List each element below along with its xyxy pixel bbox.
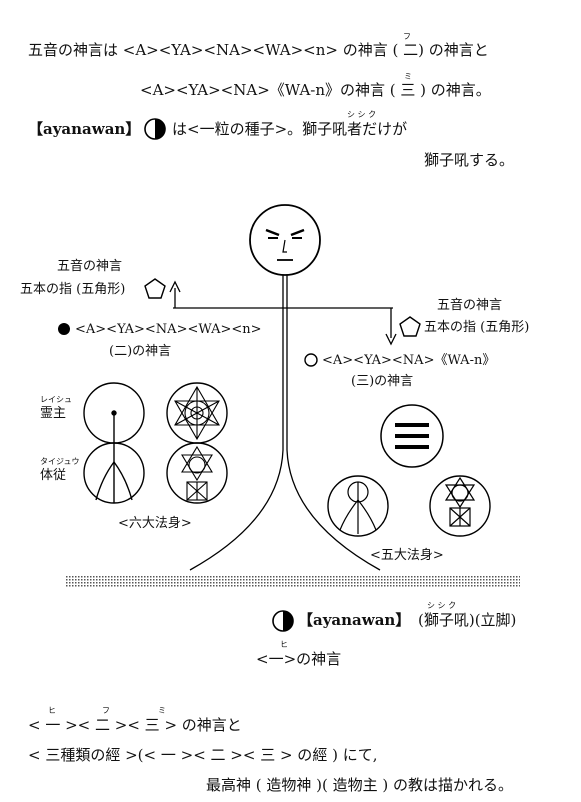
header-line-3b: は<一粒の種子>。獅子吼者だけが [172, 120, 408, 138]
footer-ruby-fu: フ [102, 706, 110, 715]
right-top-sub: 五本の指 (五角形) [424, 320, 530, 335]
hito-label: <一>の神言 [256, 650, 342, 668]
stick-figure-body [169, 275, 397, 571]
footer-ruby-mi: ミ [158, 706, 166, 715]
hito-ruby: ヒ [280, 640, 288, 649]
left-sequence: <A><YA><NA><WA><n> [75, 322, 262, 337]
header-line-2: <A><YA><NA>《WA-n》の神言 ( 三 ) の神言。 [140, 81, 491, 99]
header-line-4: 獅子吼する。 [424, 151, 515, 169]
sacred-geometry-circles [166, 382, 228, 504]
footer-line-3: 最高神 ( 造物神 )( 造物主 ) の教は描かれる。 [206, 776, 514, 794]
bottom-label-b: (獅子吼)(立脚) [418, 611, 517, 629]
ground-hatch [65, 575, 520, 587]
reishu-ruby: レイシュ [40, 395, 72, 404]
face-icon [249, 204, 321, 276]
three-bars-icon [380, 404, 444, 468]
half-moon-icon [144, 118, 166, 140]
godai-circles [327, 475, 491, 537]
open-circle-icon [304, 353, 318, 367]
taiju-ruby: タイジュウ [40, 457, 80, 466]
godai-label: <五大法身> [370, 548, 444, 563]
half-moon-icon [272, 610, 294, 632]
left-sequence-sub: (二)の神言 [109, 344, 172, 359]
ruby-mi: ミ [404, 72, 412, 81]
bottom-label-a: 【ayanawan】 [298, 611, 411, 629]
ruby-shishiku: シ シ ク [347, 110, 377, 119]
pentagon-icon [144, 278, 166, 299]
ruby-fu: フ [403, 32, 411, 41]
taiju-label: 体従 [40, 468, 67, 483]
right-top-title: 五音の神言 [437, 298, 503, 313]
footer-line-1: < 一 >< 二 >< 三 > の神言と [28, 716, 242, 734]
pentagon-icon [399, 316, 421, 337]
filled-circle-icon [58, 323, 70, 335]
left-top-title: 五音の神言 [57, 259, 123, 274]
reishu-label: 霊主 [40, 406, 67, 421]
rokudai-label: <六大法身> [118, 516, 192, 531]
header-line-3a: 【ayanawan】 [28, 120, 141, 138]
left-top-sub: 五本の指 (五角形) [20, 282, 126, 297]
reishu-taiju-circles [83, 382, 145, 504]
header-line-1: 五音の神言は <A><YA><NA><WA><n> の神言 ( 二) の神言と [28, 41, 489, 59]
right-sequence-sub: (三)の神言 [351, 374, 414, 389]
footer-line-2: < 三種類の經 >(< 一 >< 二 >< 三 > の經 ) にて, [28, 746, 378, 764]
bottom-ruby: シ シ ク [427, 601, 457, 610]
right-sequence: <A><YA><NA>《WA-n》 [322, 353, 496, 368]
footer-ruby-hi: ヒ [48, 706, 56, 715]
